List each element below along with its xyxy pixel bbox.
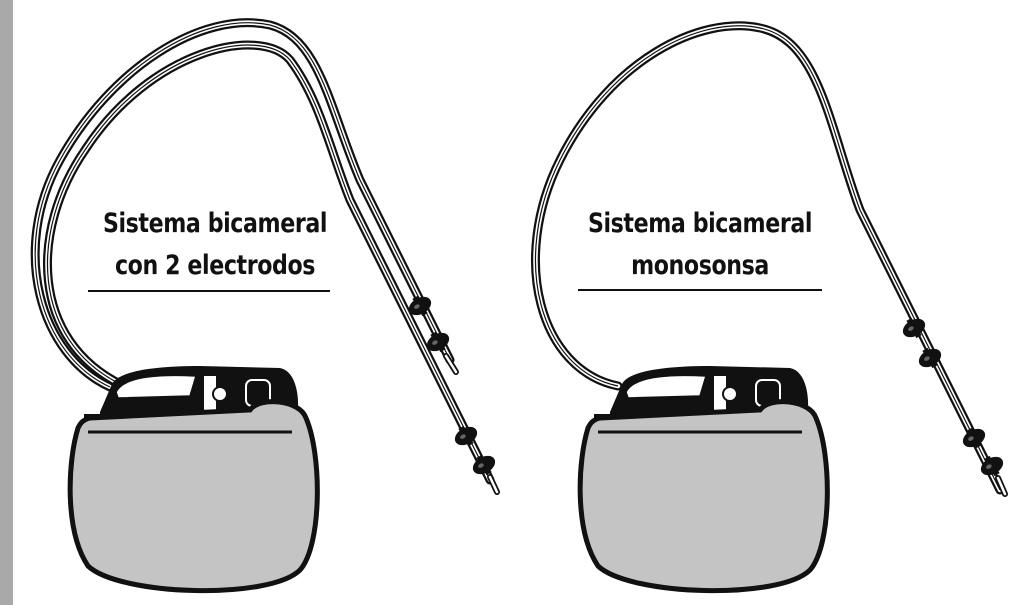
- caption-line-1: Sistema bicameral: [587, 208, 813, 239]
- caption-line-2: monosonsa: [631, 250, 769, 281]
- side-bar: [0, 0, 13, 605]
- caption-single-lead: Sistema bicameral monosonsa: [581, 203, 819, 287]
- pacemaker-dual-lead: [30, 18, 500, 594]
- lead-tip: [898, 313, 1008, 497]
- caption-dual-lead: Sistema bicameral con 2 electrodos: [96, 203, 334, 287]
- pacemaker-can: [577, 399, 830, 594]
- caption-line-2: con 2 electrodos: [114, 250, 316, 281]
- caption-line-1: Sistema bicameral: [102, 208, 328, 239]
- pacemaker-single-lead: [530, 21, 1008, 594]
- pacemaker-can: [67, 399, 320, 594]
- caption-underline: [578, 289, 822, 291]
- lead-tip-lower: [450, 421, 500, 495]
- lead-tip-upper: [404, 291, 459, 375]
- caption-underline: [88, 290, 330, 292]
